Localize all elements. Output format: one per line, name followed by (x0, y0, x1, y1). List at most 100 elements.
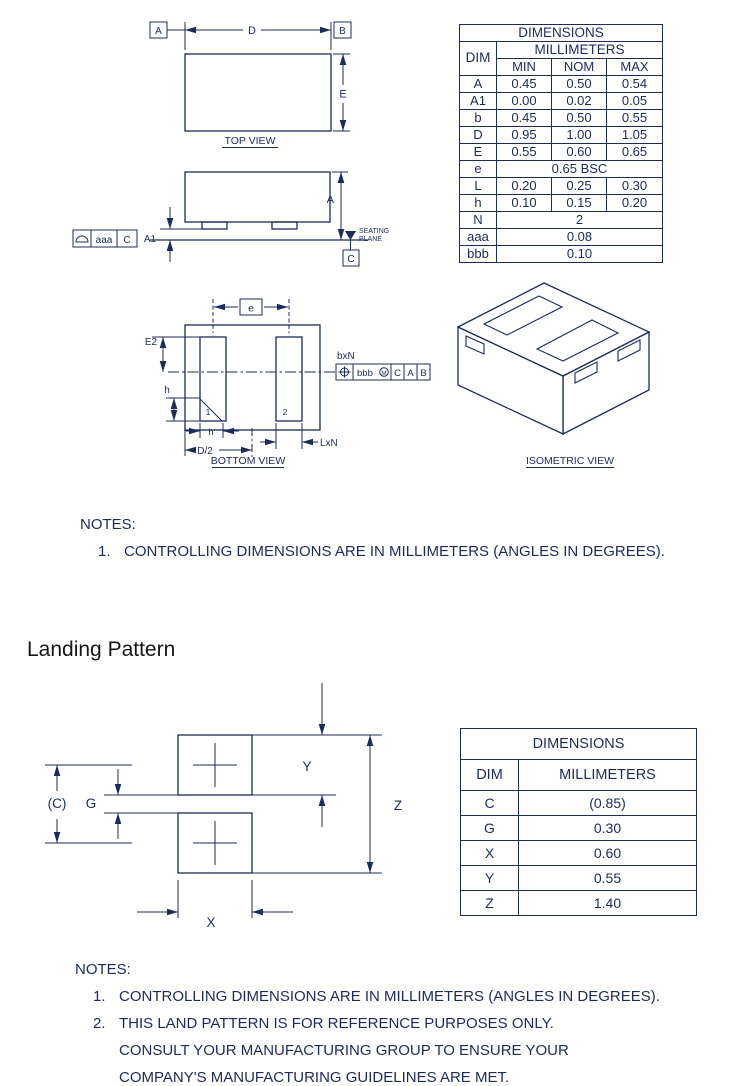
seating-plane-triangle (345, 231, 356, 240)
note-text: THIS LAND PATTERN IS FOR REFERENCE PURPO… (119, 1015, 554, 1032)
note-number: 1. (98, 543, 111, 560)
note-text: CONTROLLING DIMENSIONS ARE IN MILLIMETER… (124, 543, 665, 560)
dim-bxn-label: bxN (337, 351, 355, 362)
max-cell: 0.54 (605, 75, 664, 93)
datum-c-label: C (347, 254, 354, 265)
value-cell: 1.40 (518, 890, 697, 916)
span-cell: 0.65 BSC (495, 160, 664, 178)
pin2-number: 2 (283, 407, 288, 417)
table-title: DIMENSIONS (460, 728, 697, 760)
note-number: 2. (93, 1015, 106, 1032)
dim-cell: bbb (459, 245, 497, 263)
note-text: COMPANY'S MANUFACTURING GUIDELINES ARE M… (119, 1069, 510, 1086)
pitch-label: e (248, 303, 254, 315)
bottom-fcf-datum-2: A (407, 368, 414, 379)
terminal-right (271, 221, 298, 230)
dim-cell: L (459, 177, 497, 195)
iso-top-pad-1 (482, 295, 564, 336)
isometric-view-title: ISOMETRIC VIEW (526, 455, 614, 467)
dim-cell: e (459, 160, 497, 178)
bottom-fcf-datum-1: C (394, 368, 401, 379)
max-cell: 0.65 (605, 143, 664, 161)
nom-cell: 0.25 (551, 177, 607, 195)
bottom-fcf-datum-3: B (420, 368, 426, 379)
col-header-max: MAX (605, 58, 664, 76)
datum-a-label: A (155, 26, 162, 37)
table-title-row: DIMENSIONS (460, 728, 697, 760)
span-cell: 0.08 (495, 228, 664, 246)
units-header: MILLIMETERS (495, 41, 664, 59)
units-header: MILLIMETERS (518, 759, 697, 791)
notes-title: NOTES: (75, 961, 131, 978)
max-cell: 0.05 (605, 92, 664, 110)
bottom-view: e E2 h 1 2 h D/2 LxN bxN (145, 298, 431, 468)
min-cell: 0.55 (496, 143, 552, 161)
dim-cell: E (459, 143, 497, 161)
dim-cell: N (459, 211, 497, 229)
dim-e-label: E (339, 89, 346, 101)
profile-of-surface-icon (75, 235, 89, 243)
package-outline-drawing: D A B E TOP VIEW A A1 (72, 21, 651, 468)
dim-lxn-label: LxN (320, 438, 338, 449)
terminal-left (201, 221, 228, 230)
position-icon (338, 366, 351, 378)
note-number: 1. (93, 988, 106, 1005)
col-header-nom: NOM (551, 58, 607, 76)
table-title-row: DIMENSIONS (458, 24, 664, 42)
dim-c-label: (C) (48, 796, 67, 811)
span-cell: 0.10 (495, 245, 664, 263)
bottom-fcf-tolerance: bbb (357, 368, 373, 379)
nom-cell: 0.02 (551, 92, 607, 110)
note-number (93, 1069, 119, 1086)
landing-pattern-drawing: (C) G Y Z X (45, 683, 402, 930)
dim-cell: C (460, 790, 519, 816)
landing-pads (177, 734, 253, 874)
mmc-modifier-label: M (381, 370, 386, 377)
note-text: CONTROLLING DIMENSIONS ARE IN MILLIMETER… (119, 988, 660, 1005)
pin1-chamfer (199, 398, 223, 422)
side-fcf-datum: C (123, 235, 130, 246)
min-cell: 0.10 (496, 194, 552, 212)
min-cell: 0.20 (496, 177, 552, 195)
span-cell: 2 (495, 211, 664, 229)
package-body-side (184, 171, 331, 223)
dim-z-label: Z (394, 798, 402, 813)
value-cell: 0.60 (518, 840, 697, 866)
package-notes: NOTES: 1. CONTROLLING DIMENSIONS ARE IN … (80, 516, 665, 560)
table-header-row: DIM MILLIMETERS (460, 759, 697, 791)
mmc-modifier-circle (379, 367, 389, 377)
side-fcf: aaa C (72, 229, 138, 248)
dim-col-header: DIM (460, 759, 519, 791)
landing-pattern-heading: Landing Pattern (27, 638, 176, 661)
nom-cell: 0.60 (551, 143, 607, 161)
bottom-view-title: BOTTOM VIEW (211, 455, 286, 467)
value-cell: 0.30 (518, 815, 697, 841)
seating-plane-label-2: PLANE (359, 236, 382, 243)
pad-1 (199, 336, 227, 422)
table-col-header-row: MIN NOM MAX (460, 58, 664, 76)
datum-b-label: B (339, 26, 346, 37)
dim-cell: A1 (459, 92, 497, 110)
dim-cell: A (459, 75, 497, 93)
seating-plane-label-1: SEATING (359, 228, 389, 235)
dim-cell: D (459, 126, 497, 144)
landing-dimensions: (C) G Y Z X (45, 683, 402, 930)
top-view: D A B E TOP VIEW (149, 21, 352, 148)
max-cell: 0.20 (605, 194, 664, 212)
min-cell: 0.45 (496, 75, 552, 93)
pitch-box (239, 298, 263, 316)
